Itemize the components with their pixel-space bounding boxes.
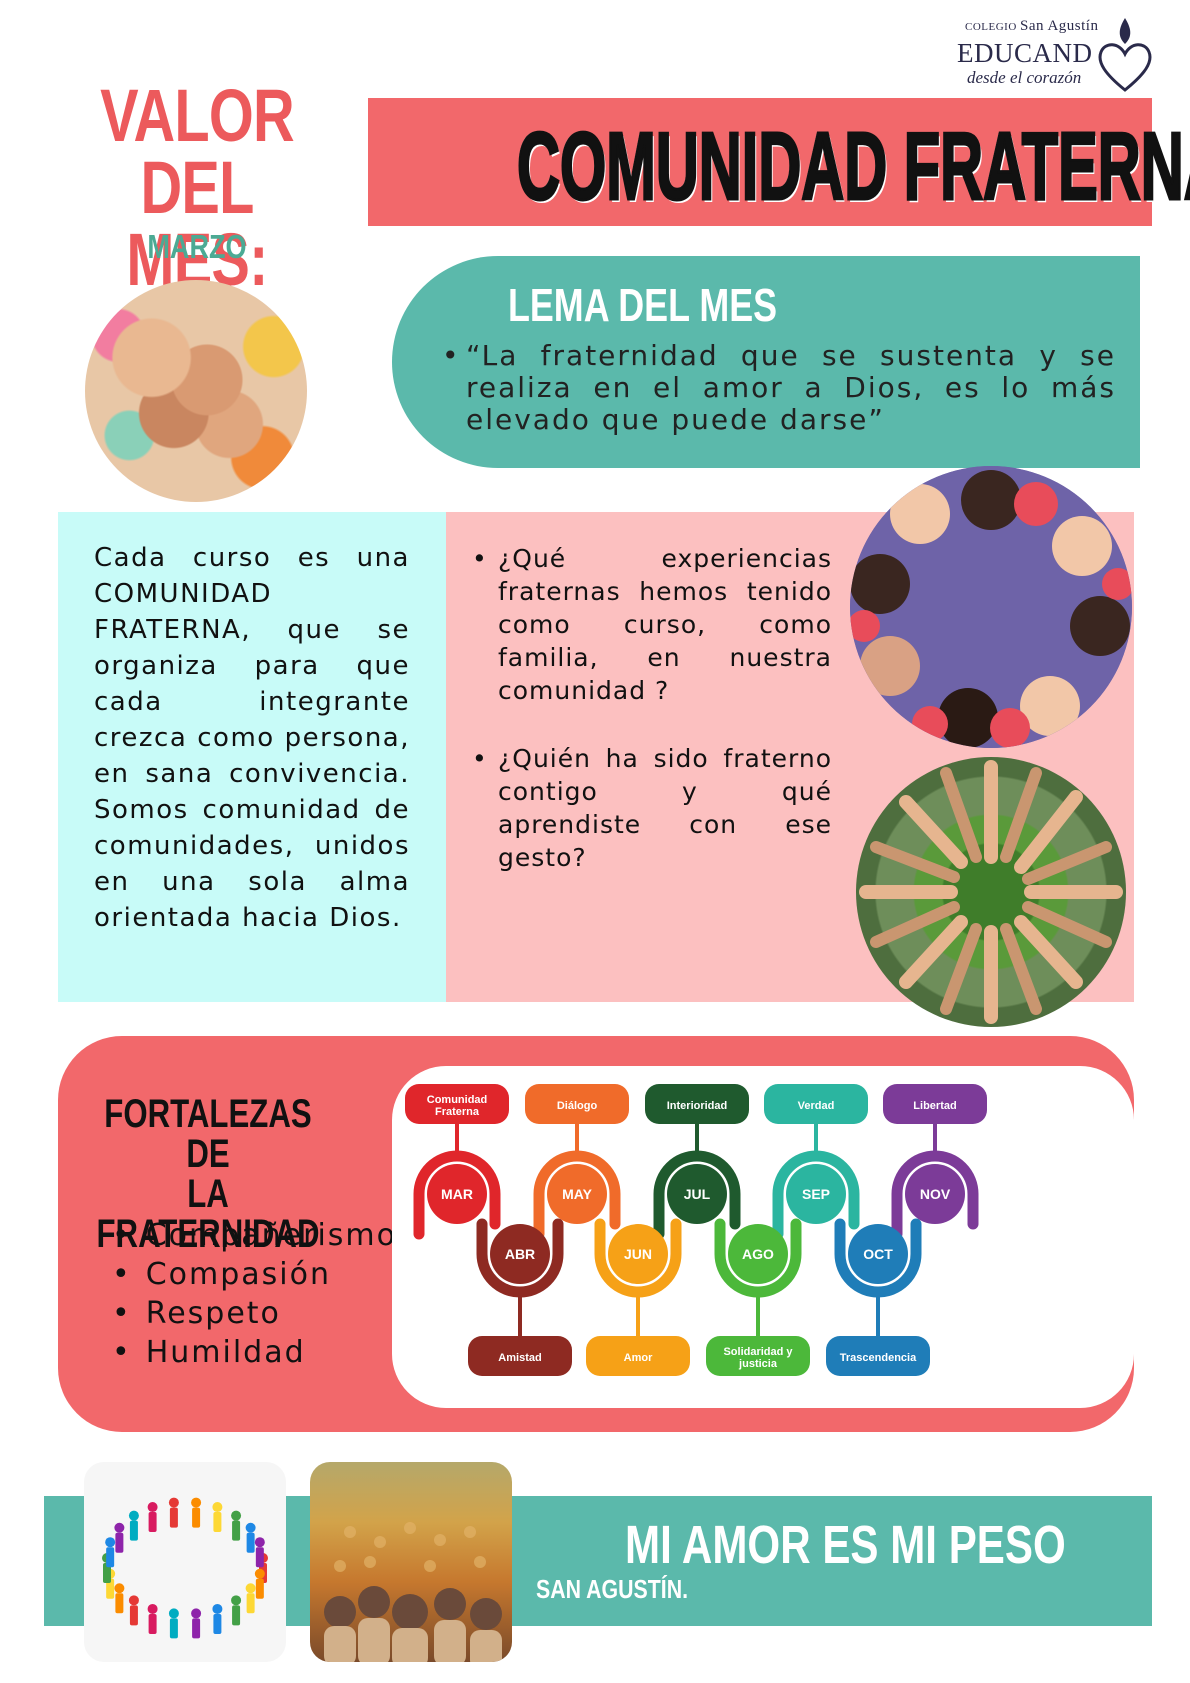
community-description-box: Cada curso es una COMUNIDAD FRATERNA, qu… — [58, 512, 446, 1002]
wave-segment — [533, 1150, 621, 1240]
stacked-hands-photo — [85, 280, 307, 502]
value-pill — [706, 1336, 810, 1376]
logo-small-text: COLEGIO — [965, 21, 1017, 33]
logo-tagline: desde el corazón — [967, 68, 1082, 87]
month-label: NOV — [920, 1186, 951, 1202]
valor-del-mes-heading: VALOR DEL MES: — [62, 74, 332, 301]
value-pill — [764, 1084, 868, 1124]
month-label: MAR — [441, 1186, 473, 1202]
people-circle-illustration — [850, 466, 1132, 748]
title-banner: COMUNIDAD FRATERNA — [368, 98, 1190, 226]
month-label: ABR — [505, 1246, 535, 1262]
page-title: COMUNIDAD FRATERNA — [516, 112, 1190, 222]
logo-school-name: San Agustín — [1020, 18, 1099, 34]
list-item: Compañerismo — [112, 1216, 397, 1255]
bullet-icon: • — [442, 339, 461, 372]
question-1: ¿Qué experiencias fraternas hemos tenido… — [498, 544, 832, 705]
value-pill — [405, 1084, 509, 1124]
value-pill — [525, 1084, 629, 1124]
value-label: Amor — [624, 1352, 653, 1364]
value-pill — [645, 1084, 749, 1124]
valor-line-2: DEL MES: — [126, 146, 268, 301]
bullet-icon: • — [472, 544, 488, 573]
hands-on-grass-photo — [856, 757, 1126, 1027]
value-pill — [883, 1084, 987, 1124]
footer-author: SAN AGUSTÍN. — [536, 1574, 689, 1604]
lema-section: LEMA DEL MES • “La fraternidad que se su… — [392, 256, 1140, 468]
community-description: Cada curso es una COMUNIDAD FRATERNA, qu… — [94, 543, 410, 933]
month-label: OCT — [863, 1246, 893, 1262]
value-pill — [826, 1336, 930, 1376]
month-circle — [490, 1224, 550, 1284]
paper-people-ring-photo — [84, 1462, 286, 1662]
month-label: MAY — [562, 1186, 592, 1202]
school-logo: COLEGIO San Agustín EDUCAND desde el cor… — [955, 18, 1155, 92]
month-label: SEP — [802, 1186, 830, 1202]
bullet-icon: • — [472, 744, 488, 773]
month-label: JUN — [624, 1246, 652, 1262]
valor-line-1: VALOR — [100, 74, 295, 157]
fortalezas-title-line-1: FORTALEZAS DE — [104, 1092, 312, 1176]
month-circle — [905, 1164, 965, 1224]
month-label: MARZO — [147, 228, 247, 265]
lema-title: LEMA DEL MES — [507, 279, 778, 331]
value-label: Amistad — [498, 1352, 541, 1364]
heart-flame-icon — [1098, 18, 1152, 92]
value-label: Diálogo — [557, 1100, 598, 1112]
wave-segment — [413, 1150, 501, 1240]
month-circle — [427, 1164, 487, 1224]
value-label: Interioridad — [667, 1100, 728, 1112]
month-label: JUL — [684, 1186, 711, 1202]
month-label: AGO — [742, 1246, 774, 1262]
month-circle — [608, 1224, 668, 1284]
month-circle — [848, 1224, 908, 1284]
crowd-painting-photo — [310, 1462, 512, 1662]
fortalezas-list: Compañerismo Compasión Respeto Humildad — [112, 1216, 397, 1372]
month-circle — [667, 1164, 727, 1224]
wave-segment — [772, 1150, 860, 1240]
value-pill — [468, 1336, 572, 1376]
month-circle — [547, 1164, 607, 1224]
value-pill — [586, 1336, 690, 1376]
list-item: Respeto — [112, 1294, 397, 1333]
month-circle — [786, 1164, 846, 1224]
logo-brand: EDUCAND — [957, 38, 1093, 68]
lema-quote: “La fraternidad que se sustenta y se rea… — [466, 339, 1116, 436]
footer-motto: MI AMOR ES MI PESO — [625, 1515, 1066, 1575]
question-2: ¿Quién ha sido fraterno contigo y qué ap… — [498, 744, 832, 872]
value-label: Libertad — [913, 1100, 956, 1112]
value-label: Trascendencia — [840, 1352, 917, 1364]
wave-segment — [891, 1150, 979, 1240]
value-label: Verdad — [798, 1100, 835, 1112]
list-item: Compasión — [112, 1255, 397, 1294]
list-item: Humildad — [112, 1333, 397, 1372]
wave-segment — [653, 1150, 741, 1240]
month-circle — [728, 1224, 788, 1284]
